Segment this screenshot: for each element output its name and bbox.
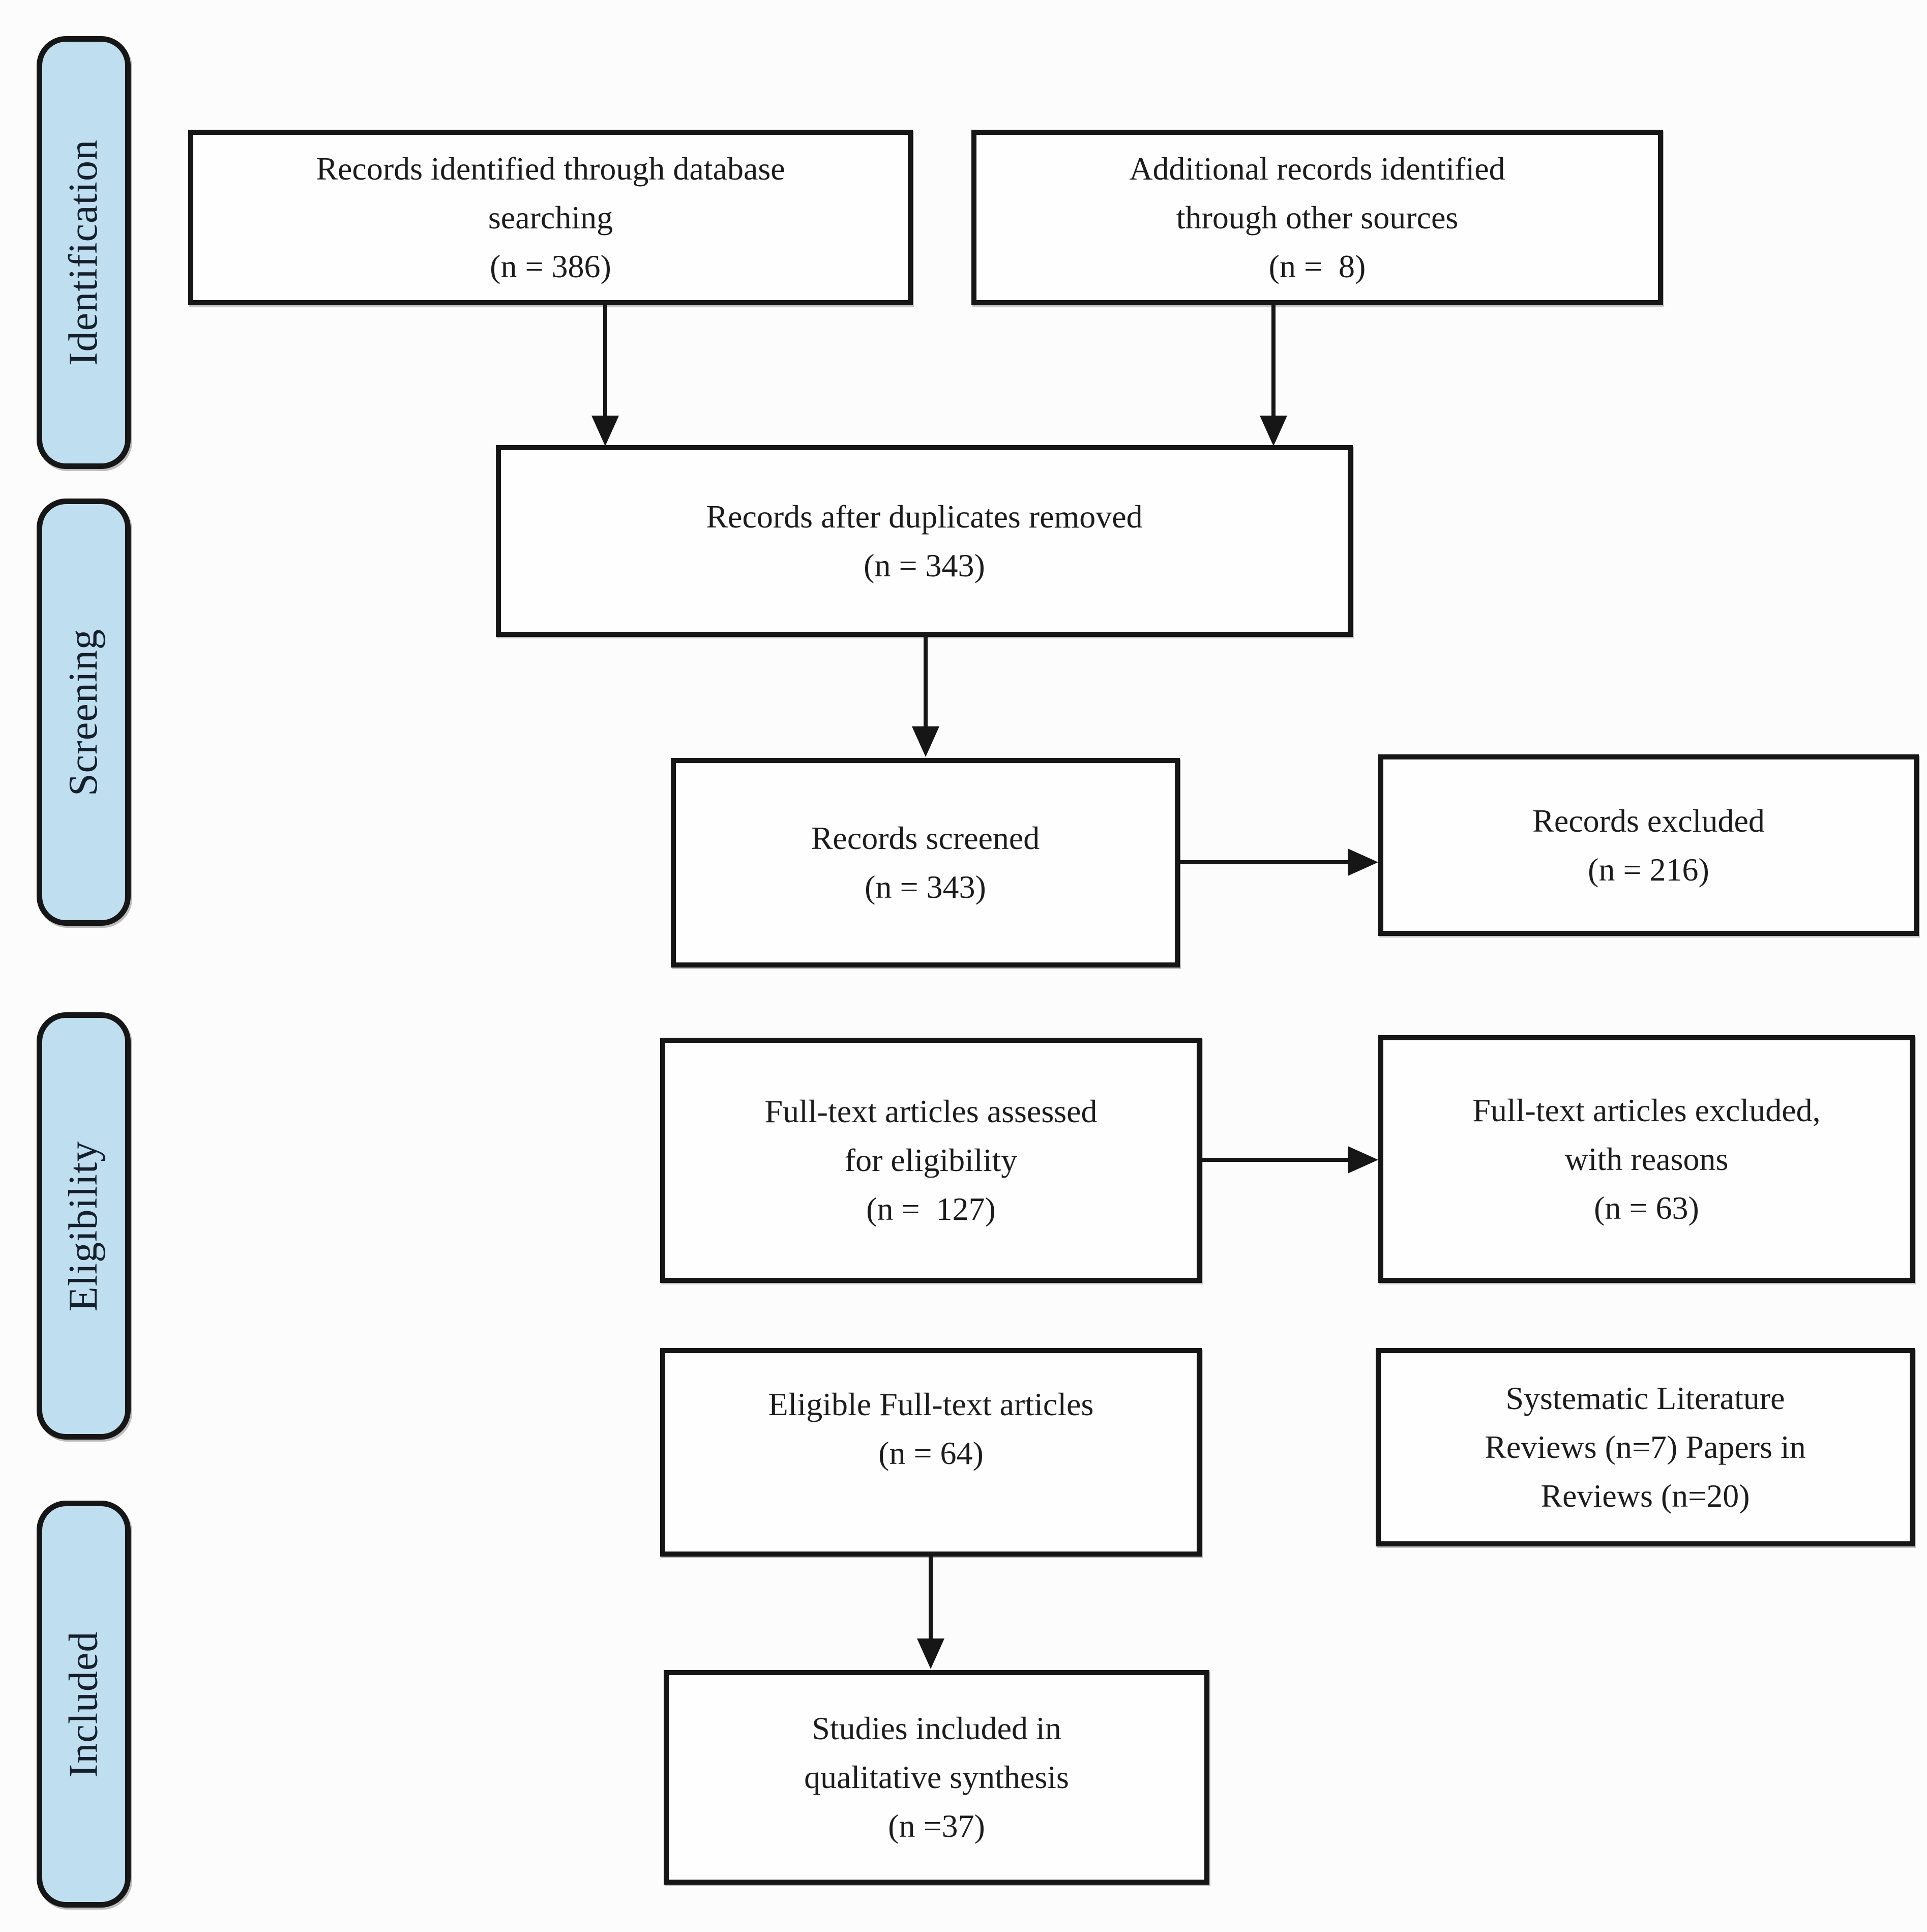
box-records-excluded: Records excluded (n = 216) [1378, 754, 1919, 936]
arrow-duplicates-to-screened [924, 637, 928, 728]
sidebar-stage-identification: Identification [37, 36, 131, 469]
stage-label-included: Included [61, 1631, 106, 1777]
arrowhead-additional-to-duplicates [1260, 416, 1287, 446]
arrow-identified-to-duplicates [603, 305, 607, 417]
arrowhead-eligible-to-included [917, 1638, 944, 1669]
sidebar-stage-included: Included [37, 1501, 131, 1908]
box-after-duplicates: Records after duplicates removed (n = 34… [496, 445, 1353, 637]
sidebar-stage-eligibility: Eligibility [37, 1012, 131, 1440]
box-systematic-reviews: Systematic Literature Reviews (n=7) Pape… [1376, 1348, 1915, 1546]
stage-label-screening: Screening [61, 628, 106, 796]
stage-label-identification: Identification [61, 139, 106, 366]
arrowhead-duplicates-to-screened [912, 726, 939, 757]
arrow-additional-to-duplicates [1271, 305, 1276, 417]
box-additional-records: Additional records identified through ot… [971, 130, 1663, 305]
box-eligible-fulltext: Eligible Full-text articles (n = 64) [660, 1348, 1202, 1557]
box-fulltext-assessed: Full-text articles assessed for eligibil… [660, 1038, 1202, 1283]
arrow-screened-to-excluded [1180, 860, 1350, 864]
stage-label-eligibility: Eligibility [61, 1140, 106, 1311]
arrowhead-identified-to-duplicates [591, 416, 619, 446]
arrow-assessed-to-ftexcluded [1202, 1158, 1350, 1162]
box-records-identified: Records identified through database sear… [188, 130, 913, 305]
arrowhead-screened-to-excluded [1348, 848, 1378, 876]
sidebar-stage-screening: Screening [37, 499, 131, 926]
box-studies-included: Studies included in qualitative synthesi… [664, 1670, 1209, 1885]
box-fulltext-excluded: Full-text articles excluded, with reason… [1378, 1035, 1915, 1283]
box-records-screened: Records screened (n = 343) [671, 758, 1180, 968]
arrowhead-assessed-to-ftexcluded [1348, 1146, 1378, 1174]
arrow-eligible-to-included [929, 1557, 933, 1641]
